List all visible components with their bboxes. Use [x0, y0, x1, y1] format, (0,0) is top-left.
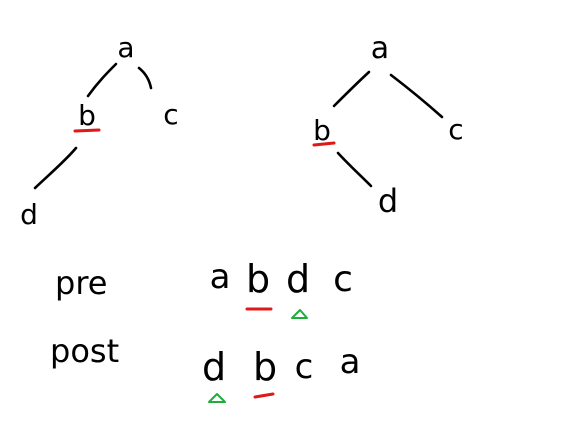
right-tree-b-underline: [312, 141, 336, 147]
right-tree-edge-a-b: [332, 70, 371, 108]
post-order-item-4: a: [340, 342, 361, 382]
post-order-item-1: d: [202, 345, 226, 389]
right-tree-edge-a-c: [389, 73, 444, 119]
pre-order-label: pre: [55, 264, 107, 302]
left-tree-edge-a-c: [137, 66, 153, 90]
post-order-item-2: b: [253, 345, 277, 389]
post-order-item-3: c: [295, 347, 314, 387]
right-tree-right-child-label: c: [448, 113, 463, 146]
post-order-label: post: [50, 332, 119, 370]
pre-order-item-2: b: [246, 257, 270, 301]
left-tree-grandchild-label: d: [20, 198, 38, 231]
left-tree-left-child-label: b: [78, 99, 96, 132]
left-tree-right-child-label: c: [163, 98, 178, 131]
traversals: pre a b d c post d b c a: [50, 257, 361, 403]
left-tree: a b c d: [20, 31, 179, 231]
pre-order-item-3: d: [286, 257, 310, 301]
right-tree-left-child-label: b: [313, 114, 331, 147]
left-tree-edge-b-d: [33, 146, 78, 190]
pre-order-item-4: c: [333, 259, 353, 300]
left-tree-b-underline: [73, 128, 101, 133]
right-tree: a b c d: [312, 31, 464, 220]
left-tree-edge-a-b: [86, 62, 118, 98]
post-order-b-underline: [253, 392, 275, 399]
right-tree-root-label: a: [371, 31, 389, 66]
pre-order-d-marker: [291, 309, 308, 319]
pre-order-item-1: a: [210, 257, 231, 297]
right-tree-grandchild-label: d: [378, 182, 398, 220]
right-tree-edge-b-d: [336, 151, 373, 188]
post-order-d-marker: [208, 393, 226, 403]
left-tree-root-label: a: [117, 31, 134, 64]
